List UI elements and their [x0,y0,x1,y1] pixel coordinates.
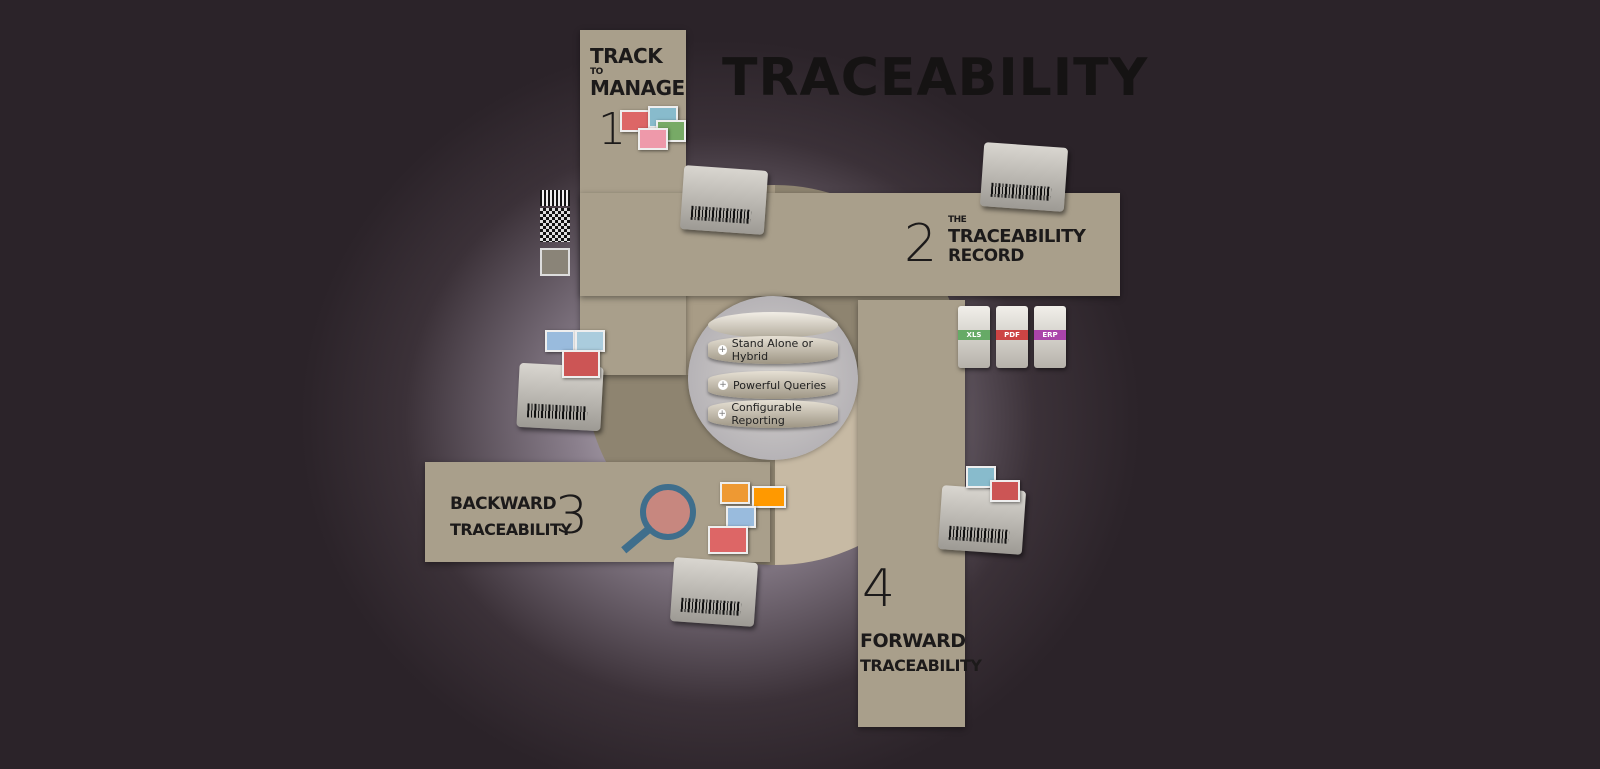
step-2-bar [580,193,1120,296]
save-icon [540,248,570,276]
folder-icon [669,557,759,627]
plus-icon: + [718,409,727,419]
database-item-label: Stand Alone or Hybrid [731,337,814,363]
database-item-label: Configurable Reporting [731,401,802,427]
erp-document-icon: ERP [1034,306,1066,368]
step-2-line1: THE [948,215,967,225]
xls-document-icon: XLS [958,306,990,368]
photo-icon [990,480,1020,502]
photo-icon [638,128,668,150]
step-4-line2: TRACEABILITY [860,656,982,675]
plus-icon: + [718,345,727,355]
database-circle: + Stand Alone or Hybrid + Powerful Queries… [688,296,858,460]
xls-label: XLS [958,330,990,340]
database-item: + Stand Alone or Hybrid [708,336,838,364]
database-item-label: Powerful Queries [733,378,827,392]
plus-icon: + [718,380,728,390]
step-3-line2: TRACEABILITY [450,520,572,539]
photo-icon [966,466,996,488]
pdf-document-icon: PDF [996,306,1028,368]
step-1-line1: TRACK [590,44,663,68]
folder-icon [679,165,769,235]
step-2-line2: TRACEABILITY [948,226,1086,247]
photo-icon [562,350,600,378]
step-4-number: 4 [862,559,896,619]
step-1-line3: MANAGE [590,76,685,100]
photo-icon [545,330,575,352]
step-2-number: 2 [904,214,938,274]
photo-icon [708,526,748,554]
erp-label: ERP [1034,330,1066,340]
step-4-line1: FORWARD [860,630,966,652]
folder-icon [979,142,1069,212]
step-3-line1: BACKWARD [450,494,557,514]
database-item: + Configurable Reporting [708,400,838,428]
photo-icon [575,330,605,352]
database-top [708,312,838,338]
step-2-line3: RECORD [948,246,1024,266]
database-item: + Powerful Queries [708,371,838,399]
magnifier-icon [616,482,706,562]
barcode-icon [540,190,570,206]
photo-icon [726,506,756,528]
step-1-line2: TO [590,67,603,77]
photo-icon [720,482,750,504]
page-title: TRACEABILITY [722,48,1149,108]
step-3-number: 3 [555,486,589,546]
pdf-label: PDF [996,330,1028,340]
qr-code-icon [540,208,570,242]
photo-icon [752,486,786,508]
